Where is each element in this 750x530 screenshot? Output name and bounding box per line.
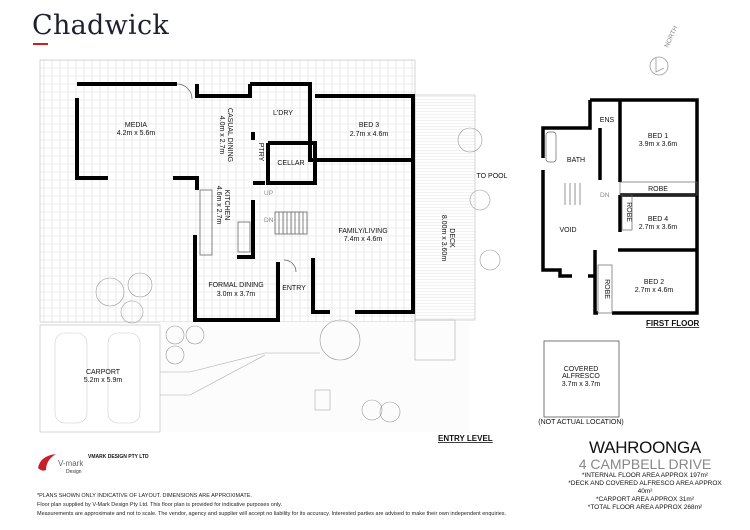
brand-underline (33, 43, 48, 45)
svg-text:BED 4: BED 4 (648, 216, 668, 223)
svg-text:8.00m x 3.60m: 8.00m x 3.60m (440, 215, 447, 261)
note-layout: *PLANS SHOWN ONLY INDICATIVE OF LAYOUT. … (37, 493, 252, 499)
brand-logo: Chadwick (32, 10, 170, 41)
alfresco-box (543, 340, 620, 418)
north-compass-icon: NORTH (649, 25, 680, 76)
disclaimer-notes: *PLANS SHOWN ONLY INDICATIVE OF LAYOUT. … (37, 492, 506, 519)
room-label-void: VOID (559, 227, 576, 234)
svg-text:BED 2: BED 2 (644, 279, 664, 286)
svg-text:2.7m x 4.6m: 2.7m x 4.6m (635, 287, 674, 294)
svg-text:5.2m x 5.9m: 5.2m x 5.9m (84, 377, 123, 384)
svg-text:4.6m x 2.7m: 4.6m x 2.7m (215, 186, 222, 225)
svg-text:KITCHEN: KITCHEN (223, 190, 230, 221)
title-block: WAHROONGA 4 CAMPBELL DRIVE *INTERNAL FLO… (560, 438, 730, 512)
note-supplier: Floor plan supplied by V-Mark Design Pty… (37, 502, 282, 508)
area-total: *TOTAL FLOOR AREA APPROX 268m² (587, 504, 703, 511)
room-label-bed-2: BED 22.7m x 4.6m (635, 279, 674, 294)
svg-text:4.0m x 2.7m: 4.0m x 2.7m (218, 116, 225, 155)
area-carport: *CARPORT AREA APPROX 31m² (595, 496, 695, 503)
area-internal: *INTERNAL FLOOR AREA APPROX 197m² (581, 472, 709, 479)
deck-area (414, 94, 476, 321)
room-label-laundry: L'DRY (273, 110, 293, 117)
svg-text:Design: Design (66, 469, 82, 475)
tree-icons (95, 127, 501, 423)
street-address: 4 CAMPBELL DRIVE (578, 456, 712, 472)
stair-dn-label: DN (264, 217, 274, 224)
first-floor-dn-label: DN (600, 192, 610, 199)
paved-area (39, 59, 416, 323)
north-label: NORTH (663, 25, 679, 49)
svg-text:BED 3: BED 3 (359, 122, 379, 129)
svg-text:CARPORT: CARPORT (86, 369, 121, 376)
room-label-entry: ENTRY (282, 285, 306, 292)
first-floor-walls (541, 98, 699, 315)
vmark-logo: V-mark Design (38, 454, 84, 475)
svg-text:4.2m x 5.6m: 4.2m x 5.6m (117, 130, 156, 137)
svg-text:COVERED: COVERED (564, 366, 599, 373)
svg-text:ALFRESCO: ALFRESCO (562, 373, 600, 380)
first-floor-label: FIRST FLOOR (646, 319, 700, 328)
svg-text:3.7m x 3.7m: 3.7m x 3.7m (562, 381, 601, 388)
entry-level-label: ENTRY LEVEL (438, 434, 493, 443)
svg-text:3.0m x 3.7m: 3.0m x 3.7m (217, 291, 256, 298)
svg-text:DECK: DECK (448, 228, 455, 248)
svg-text:7.4m x 4.6m: 7.4m x 4.6m (344, 236, 383, 243)
car-icons (54, 332, 141, 424)
room-label-bed-3: BED 3 2.7m x 4.6m (350, 122, 389, 138)
svg-text:3.9m x 3.6m: 3.9m x 3.6m (639, 141, 678, 148)
entry-level-walls (75, 82, 415, 322)
garden-steps (160, 319, 456, 411)
room-label-bed-4: BED 42.7m x 3.6m (639, 216, 678, 231)
room-label-robe-1: ROBE (648, 186, 668, 193)
suburb-title: WAHROONGA (589, 438, 701, 457)
area-deck-alfresco: *DECK AND COVERED ALFRESCO AREA APPROX 4… (568, 480, 722, 495)
note-liability: Measurements are approximate and not to … (37, 511, 507, 517)
room-label-robe-2: ROBE (625, 202, 632, 222)
svg-text:2.7m x 4.6m: 2.7m x 4.6m (350, 131, 389, 138)
room-label-pantry: PTRY (257, 143, 264, 162)
fixtures (176, 83, 308, 273)
designer-company: VMARK DESIGN PTY LTD (88, 454, 149, 460)
room-label-cellar: CELLAR (277, 160, 304, 167)
alfresco-note: (NOT ACTUAL LOCATION) (538, 419, 623, 426)
room-label-bath: BATH (567, 157, 585, 164)
to-pool-label: TO POOL (477, 173, 508, 180)
garden-area (160, 322, 470, 432)
svg-text:CASUAL DINING: CASUAL DINING (226, 108, 233, 162)
room-label-formal-dining: FORMAL DINING 3.0m x 3.7m (208, 282, 263, 298)
room-label-robe-3: ROBE (603, 279, 610, 299)
svg-text:FAMILY/LIVING: FAMILY/LIVING (338, 228, 387, 235)
svg-text:V-mark: V-mark (58, 459, 84, 468)
room-label-ensuite: ENS (600, 117, 615, 124)
stair-up-label: UP (264, 190, 273, 197)
room-label-bed-1: BED 13.9m x 3.6m (639, 133, 678, 148)
first-floor-fixtures (545, 131, 698, 314)
svg-text:BED 1: BED 1 (648, 133, 668, 140)
svg-text:2.7m x 3.6m: 2.7m x 3.6m (639, 224, 678, 231)
svg-text:MEDIA: MEDIA (125, 122, 148, 129)
svg-text:FORMAL DINING: FORMAL DINING (208, 282, 263, 289)
